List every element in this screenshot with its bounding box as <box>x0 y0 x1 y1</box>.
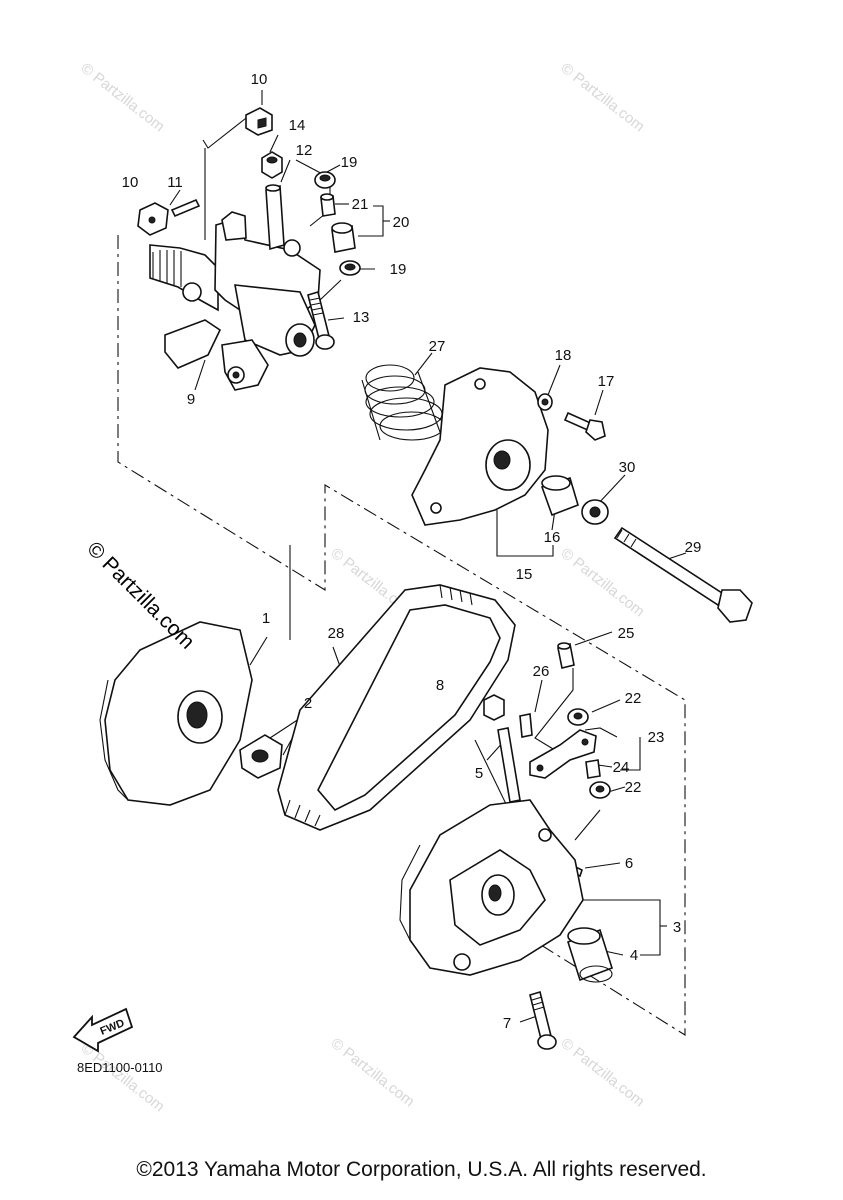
part-17-bolt <box>563 411 606 441</box>
callout-6: 6 <box>625 855 633 872</box>
callout-11: 11 <box>167 174 183 191</box>
part-27-spring <box>361 364 445 441</box>
callout-22: 22 <box>625 779 642 796</box>
part-10-top <box>245 107 273 136</box>
part-16-bushing <box>540 475 579 517</box>
callout-21: 21 <box>352 196 369 213</box>
callout-27: 27 <box>429 338 446 355</box>
part-22-washer-upper <box>567 708 589 726</box>
callout-26: 26 <box>533 663 550 680</box>
part-9-hub <box>149 211 321 391</box>
assembly-boundary-line <box>117 235 686 1036</box>
part-10-left <box>137 202 169 236</box>
callout-30: 30 <box>619 459 636 476</box>
callout-18: 18 <box>555 347 572 364</box>
callout-15: 15 <box>516 566 533 583</box>
callout-14: 14 <box>289 117 306 134</box>
callout-16: 16 <box>544 529 561 546</box>
callout-4: 4 <box>630 947 638 964</box>
callout-5: 5 <box>475 765 483 782</box>
part-29-bolt <box>613 526 753 623</box>
watermark: © Partzilla.com <box>78 60 168 136</box>
callout-12: 12 <box>296 142 313 159</box>
part-26-pin <box>519 713 533 738</box>
copyright-notice: ©2013 Yamaha Motor Corporation, U.S.A. A… <box>136 1158 707 1181</box>
part-7-bolt <box>529 990 557 1050</box>
part-8-nut <box>483 694 505 721</box>
part-3-fixed-sheave <box>399 799 584 976</box>
part-23-weight-arm <box>529 729 597 779</box>
part-19-washer-lower <box>339 260 361 276</box>
callout-24: 24 <box>613 759 630 776</box>
part-5-pin <box>497 727 521 803</box>
callout-20: 20 <box>393 214 410 231</box>
watermark: © Partzilla.com <box>328 1035 418 1111</box>
part-22-washer-lower <box>589 781 611 799</box>
callout-8: 8 <box>436 677 444 694</box>
watermark: © Partzilla.com <box>558 1035 648 1111</box>
callout-28: 28 <box>328 625 345 642</box>
part-19-washer-upper <box>314 171 336 189</box>
callout-1: 1 <box>262 610 270 627</box>
forward-arrow-icon: FWD <box>70 1005 140 1058</box>
part-25-pin <box>557 642 575 669</box>
callout-19: 19 <box>341 154 358 171</box>
part-28-belt <box>277 584 516 831</box>
part-24-roller <box>585 759 601 779</box>
part-14-nut <box>261 151 283 179</box>
part-20-collar <box>331 222 356 253</box>
callout-29: 29 <box>685 539 702 556</box>
part-18-washer <box>537 393 553 411</box>
callout-9: 9 <box>187 391 195 408</box>
part-13-bolt <box>307 290 335 350</box>
part-11-pin <box>170 198 201 218</box>
callout-7: 7 <box>503 1015 511 1032</box>
watermark: © Partzilla.com <box>558 60 648 136</box>
part-12-pin <box>265 184 285 251</box>
part-15-cover <box>411 367 549 526</box>
callout-17: 17 <box>598 373 615 390</box>
callout-19: 19 <box>390 261 407 278</box>
callout-3: 3 <box>673 919 681 936</box>
callout-2: 2 <box>304 695 312 712</box>
callout-10: 10 <box>122 174 139 191</box>
diagram-code: 8ED1100-0110 <box>77 1060 163 1075</box>
part-21-bushing <box>320 193 336 217</box>
callout-22: 22 <box>625 690 642 707</box>
part-4-bushing <box>567 927 613 983</box>
watermark: © Partzilla.com <box>558 545 648 621</box>
callout-10: 10 <box>251 71 268 88</box>
callout-13: 13 <box>353 309 370 326</box>
watermark-main: © Partzilla.com <box>82 537 198 653</box>
callout-labels: 10 14 12 19 10 11 21 20 19 13 9 27 18 17… <box>122 71 702 1032</box>
part-1-sheave <box>99 621 253 806</box>
callout-25: 25 <box>618 625 635 642</box>
part-30-washer <box>581 499 609 525</box>
callout-23: 23 <box>648 729 665 746</box>
part-2-collar <box>239 734 283 779</box>
